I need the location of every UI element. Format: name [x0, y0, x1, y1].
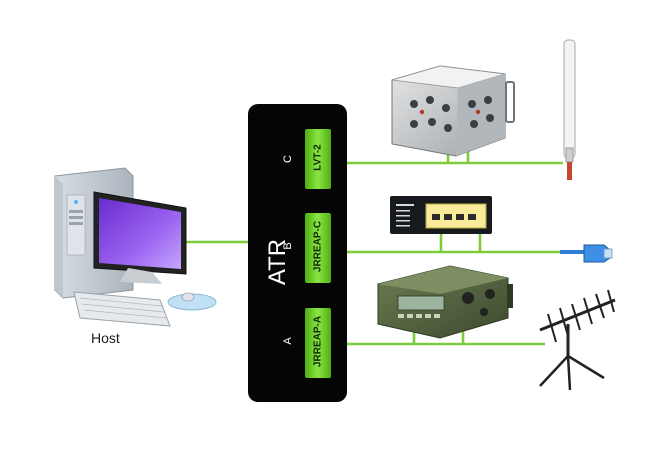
port-jrreap-c[interactable] [305, 213, 331, 283]
computer-icon [54, 167, 217, 327]
atr-box [248, 104, 347, 402]
crypto-device-icon [391, 65, 515, 157]
links [178, 143, 563, 346]
port-letter-a: A [282, 337, 294, 345]
yagi-antenna-icon [539, 289, 616, 391]
port-label-jrreap-c: JRREAP-C [312, 220, 324, 273]
host-label: Host [91, 330, 120, 346]
whip-antenna-icon [563, 39, 576, 180]
port-label-jrreap-a: JRREAP-A [312, 315, 324, 368]
port-label-lvt-2: LVT-2 [312, 144, 324, 171]
port-lvt-2[interactable] [305, 129, 331, 189]
port-jrreap-a[interactable] [305, 308, 331, 378]
network-switch-icon [390, 196, 492, 234]
port-letter-b: B [282, 242, 294, 250]
port-letter-c: C [282, 155, 294, 163]
ethernet-cable-icon [560, 244, 613, 263]
manpack-radio-icon [377, 265, 513, 339]
